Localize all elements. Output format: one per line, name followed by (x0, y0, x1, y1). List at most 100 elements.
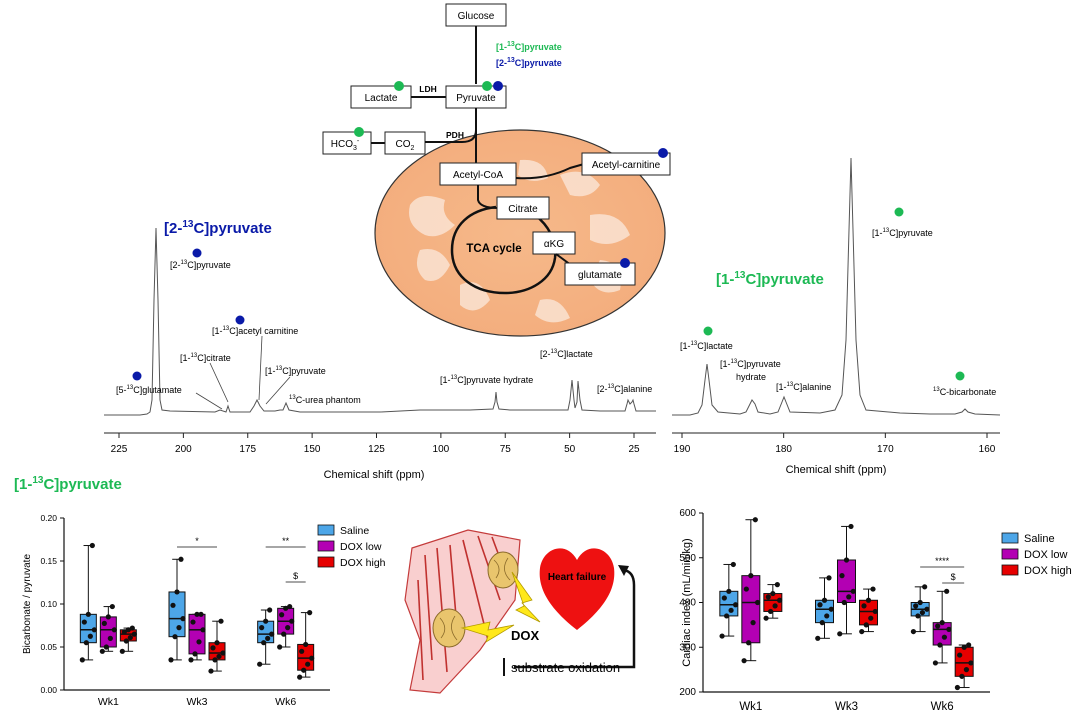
legend-label: DOX low (340, 541, 382, 553)
data-point (289, 618, 295, 624)
data-point (212, 657, 218, 663)
data-point (868, 615, 874, 621)
glucose-node: Glucose (445, 3, 507, 27)
lactate-label: Lactate (365, 93, 398, 104)
data-point (750, 620, 756, 626)
axis-tick-label: 100 (433, 444, 450, 455)
data-point (297, 674, 303, 680)
data-point (859, 628, 865, 635)
akg-label: αKG (544, 239, 564, 250)
data-point (107, 635, 113, 642)
data-point (267, 607, 273, 613)
data-point (870, 586, 876, 592)
box-dox-high (119, 625, 137, 654)
data-point (968, 660, 974, 666)
peak-label: [1-13C]pyruvate hydrate (440, 375, 533, 385)
data-point (192, 651, 198, 657)
data-point (269, 631, 275, 637)
blue-marker (620, 258, 630, 268)
y-tick-label: 400 (679, 598, 696, 609)
category-label: Wk1 (739, 701, 762, 713)
spectrum-right: [1-13C]pyruvate [1-13C]pyruvate [1-13C]l… (672, 157, 1001, 476)
peak-label: [2-13C]pyruvate (170, 260, 231, 270)
box-dox-high (859, 586, 878, 635)
data-point (924, 606, 930, 612)
data-point (123, 638, 129, 644)
data-point (932, 660, 939, 666)
legend-swatch (317, 556, 335, 568)
acetylcoa-acetylcarnitine-line (515, 163, 585, 180)
axis-tick-label: 125 (368, 444, 385, 455)
box-saline (815, 575, 834, 641)
spectrum-right-title: [1-13C]pyruvate (716, 270, 824, 288)
data-point (752, 517, 758, 523)
data-point (743, 586, 749, 592)
blue-marker (235, 315, 245, 325)
peak-label: [1-13C]pyruvate (872, 228, 933, 238)
data-point (259, 625, 265, 631)
data-point (285, 625, 291, 631)
box-saline (168, 556, 186, 663)
spectrum-left: [2-13C]pyruvate [2-13C]pyruvate [1-13C]a… (104, 219, 656, 481)
spectrum-right-xlabel: Chemical shift (ppm) (786, 464, 887, 476)
data-point (846, 594, 852, 600)
data-point (963, 667, 970, 673)
data-point (89, 542, 95, 549)
box-dox-low (99, 603, 117, 654)
data-point (848, 523, 854, 530)
data-point (129, 625, 135, 631)
legend-swatch (1001, 564, 1019, 576)
data-point (913, 603, 919, 609)
peak-label: [2-13C]alanine (597, 384, 652, 394)
category-label: Wk1 (98, 696, 119, 708)
axis-tick-label: 25 (628, 444, 640, 455)
data-point (939, 620, 945, 626)
data-point (961, 644, 967, 650)
data-point (257, 661, 263, 667)
data-point (127, 634, 133, 641)
peak-label: [1-13C]lactate (680, 341, 733, 351)
peak-label: [5-13C]glutamate (116, 385, 182, 395)
data-point (850, 588, 856, 594)
data-point (200, 627, 206, 633)
box-dox-high (763, 582, 783, 621)
data-point (741, 658, 747, 664)
data-point (941, 634, 948, 640)
axis-tick-label: 150 (304, 444, 321, 455)
data-point (208, 668, 214, 674)
spectrum-left-xlabel: Chemical shift (ppm) (324, 469, 425, 481)
box-dox-low (277, 603, 295, 650)
data-point (131, 631, 137, 637)
y-tick-label: 0.00 (40, 685, 57, 695)
blue-marker (192, 248, 202, 258)
data-point (299, 648, 305, 654)
data-point (87, 633, 93, 639)
data-point (125, 627, 131, 633)
significance-label: $ (293, 571, 298, 581)
data-point (745, 640, 752, 646)
data-point (105, 614, 111, 620)
legend-label: Saline (340, 525, 369, 537)
peak-label: [1-13C]citrate (180, 353, 231, 363)
data-point (944, 588, 950, 594)
citrate-node: Citrate (496, 196, 550, 220)
legend-swatch (1001, 532, 1019, 544)
category-label: Wk6 (275, 696, 296, 708)
data-point (726, 588, 732, 594)
data-point (937, 642, 943, 648)
legend-label: DOX high (1024, 565, 1072, 577)
hco3-label: HCO3- (331, 138, 360, 152)
data-point (190, 619, 196, 625)
box-saline (910, 584, 930, 635)
legend-swatch (317, 540, 335, 552)
box-dox-high (954, 642, 974, 691)
data-point (85, 611, 91, 617)
y-tick-label: 0.10 (40, 599, 57, 609)
data-point (111, 627, 117, 633)
data-point (770, 590, 776, 597)
dox-label: DOX (511, 628, 540, 643)
axis-tick-label: 175 (239, 444, 256, 455)
data-point (765, 594, 771, 600)
